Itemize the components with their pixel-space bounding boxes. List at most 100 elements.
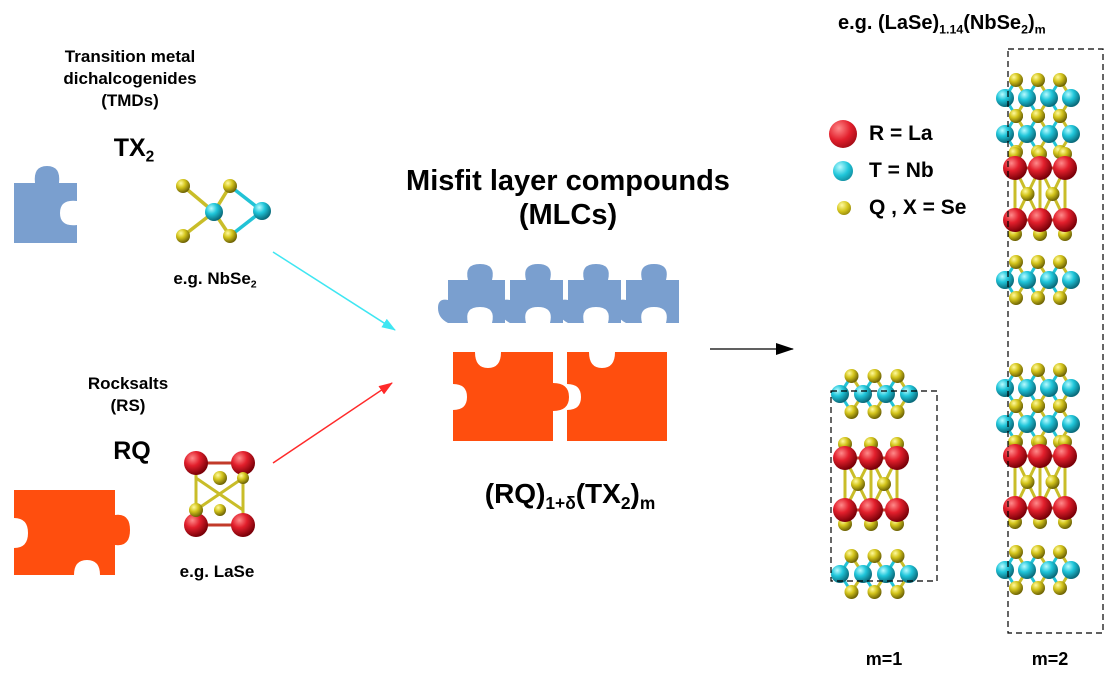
nb-atom: [1062, 89, 1080, 107]
se-atom: [1031, 109, 1045, 123]
se-atom: [1031, 255, 1045, 269]
se-atom: [844, 369, 859, 383]
mlc-orange-puzzle-row: [453, 352, 667, 441]
mlc-blue-puzzle-row: [438, 264, 679, 323]
mlc-formula: (RQ)1+δ(TX2)m: [484, 478, 656, 514]
la-atom: [1003, 496, 1027, 520]
red-atom-icon: [829, 120, 857, 148]
se-atom: [1031, 363, 1045, 377]
nb-atom: [1040, 89, 1058, 107]
rs-formula: RQ: [113, 437, 151, 465]
nb-atom: [854, 565, 872, 583]
se-atom: [1045, 187, 1060, 201]
nb-atom: [1018, 379, 1036, 397]
nb-atom: [996, 561, 1014, 579]
se-atom: [877, 477, 891, 491]
nb-atom: [1018, 415, 1036, 433]
red-arrow: [272, 382, 393, 464]
la-atom: [1053, 496, 1077, 520]
nb-atom: [1018, 89, 1036, 107]
se-atom: [1053, 255, 1067, 269]
nb-atom: [877, 565, 895, 583]
nb-atom: [996, 125, 1014, 143]
nb-atom: [877, 385, 895, 403]
legend-item-se: Q , X = Se: [837, 196, 966, 220]
nb-atom: [900, 565, 918, 583]
la-atom: [885, 498, 909, 522]
tmd-title-line1: Transition metal: [64, 47, 196, 66]
legend-label-la: R = La: [869, 122, 933, 145]
se-atom: [1009, 291, 1023, 305]
la-atom: [1003, 208, 1027, 232]
nb-atom: [854, 385, 872, 403]
rs-title: Rocksalts (RS): [88, 373, 168, 417]
se-atom: [1053, 581, 1067, 595]
se-atom: [1053, 291, 1067, 305]
la-atom: [1003, 444, 1027, 468]
se-atom: [867, 549, 882, 563]
se-atom: [890, 369, 905, 383]
la-atom: [1028, 496, 1052, 520]
se-atom: [867, 405, 882, 419]
se-atom: [851, 477, 865, 491]
tmd-title-line3: (TMDs): [101, 91, 159, 110]
mlc-title: Misfit layer compounds (MLCs): [406, 164, 730, 232]
legend-label-nb: T = Nb: [869, 159, 934, 182]
se-atom: [1020, 475, 1035, 489]
tmd-formula: TX2: [113, 134, 155, 166]
nb-atom: [900, 385, 918, 403]
se-atom: [1045, 475, 1060, 489]
se-atom: [1009, 545, 1023, 559]
la-atom: [1028, 444, 1052, 468]
yellow-atom-icon: [837, 201, 851, 215]
nb-atom: [1062, 379, 1080, 397]
la-atom: [833, 498, 857, 522]
m1-unit-cell-box: [830, 390, 938, 582]
la-atom: [833, 446, 857, 470]
tmd-title: Transition metal dichalcogenides (TMDs): [63, 46, 196, 112]
nbse2-small-structure: [176, 179, 271, 243]
se-atom: [890, 549, 905, 563]
se-atom: [1053, 363, 1067, 377]
se-atom: [1031, 399, 1045, 413]
se-atom: [1053, 73, 1067, 87]
se-atom: [844, 549, 859, 563]
nb-atom: [831, 385, 849, 403]
se-atom: [1009, 109, 1023, 123]
se-atom: [1009, 73, 1023, 87]
legend-item-la: R = La: [829, 120, 933, 148]
legend-item-nb: T = Nb: [833, 159, 934, 183]
cyan-arrow: [272, 251, 396, 331]
nb-atom: [1062, 415, 1080, 433]
se-atom: [867, 369, 882, 383]
tmd-puzzle-piece: [14, 166, 77, 243]
se-atom: [1009, 363, 1023, 377]
nb-atom: [1040, 415, 1058, 433]
se-atom: [890, 585, 905, 599]
m2-crystal-structure: [996, 73, 1080, 595]
nb-atom: [1062, 271, 1080, 289]
la-atom: [1003, 156, 1027, 180]
se-atom: [1009, 581, 1023, 595]
m2-unit-cell-box: [1007, 48, 1104, 634]
rs-title-line2: (RS): [110, 396, 146, 415]
nb-atom: [1040, 271, 1058, 289]
tmd-title-line2: dichalcogenides: [63, 69, 197, 88]
rs-puzzle-piece: [14, 490, 130, 575]
la-atom: [1053, 208, 1077, 232]
mlc-title-line1: Misfit layer compounds: [406, 165, 730, 197]
m1-crystal-structure: [831, 369, 918, 599]
rs-title-line1: Rocksalts: [87, 374, 169, 393]
nb-atom: [996, 271, 1014, 289]
nb-atom: [1018, 125, 1036, 143]
se-atom: [1031, 581, 1045, 595]
cyan-atom-icon: [833, 161, 853, 181]
m1-label: m=1: [865, 649, 903, 669]
nb-atom: [1040, 125, 1058, 143]
se-atom: [844, 405, 859, 419]
nb-atom: [996, 89, 1014, 107]
la-atom: [1028, 208, 1052, 232]
se-atom: [867, 585, 882, 599]
la-atom: [1053, 156, 1077, 180]
lase-nbse2-example-header: e.g. (LaSe)1.14(NbSe2)m: [838, 12, 1046, 37]
